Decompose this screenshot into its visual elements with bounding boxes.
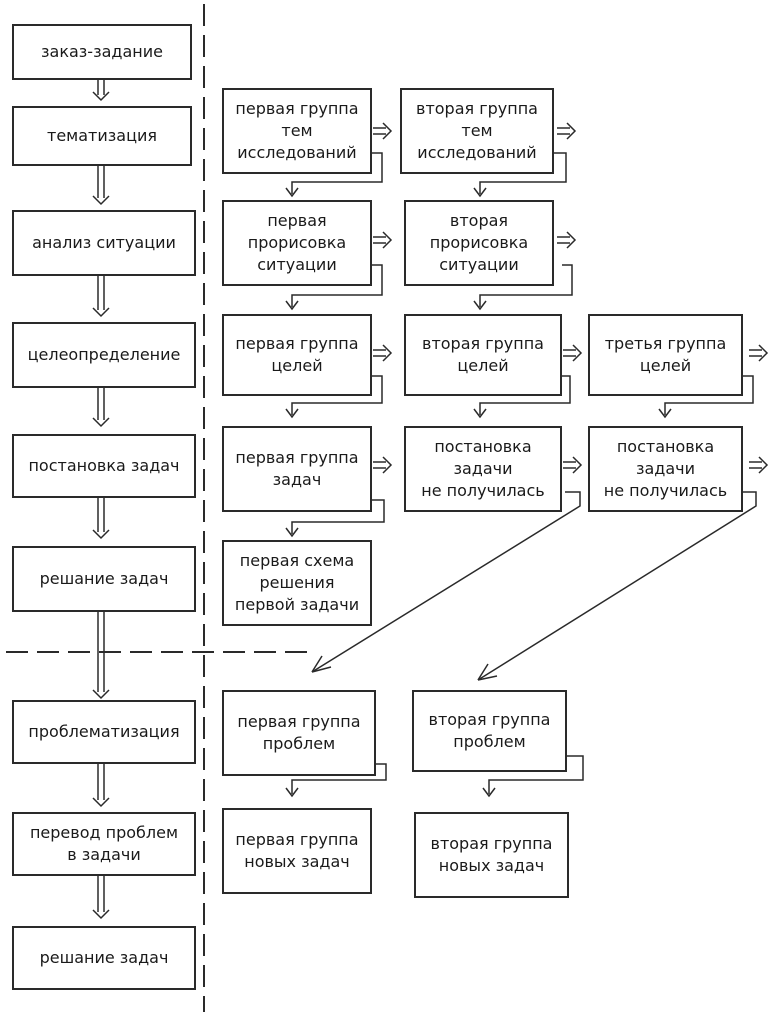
bracket-prob-1 <box>285 763 387 798</box>
bracket-themes-1 <box>285 152 383 198</box>
bracket-themes-2 <box>473 152 567 198</box>
bracket-sit-2 <box>473 264 573 311</box>
new-tasks-group-2: вторая группа новых задач <box>414 812 569 898</box>
stage-arrow-5 <box>92 498 110 540</box>
diagonal-arrow-1 <box>311 491 581 673</box>
situation-2: вторая прорисовка ситуации <box>404 200 554 286</box>
stage-translate: перевод проблем в задачи <box>12 812 196 876</box>
right-arrow-goals-2 <box>563 344 583 362</box>
right-arrow-tasks-1 <box>373 456 393 474</box>
stage-arrow-8 <box>92 876 110 920</box>
stage-themes: тематизация <box>12 106 192 166</box>
tasks-not-set-1: постановка задачи не получилась <box>404 426 562 512</box>
stage-solve-2: решание задач <box>12 926 196 990</box>
stage-arrow-7 <box>92 764 110 808</box>
right-arrow-goals-1 <box>373 344 393 362</box>
stage-problems: проблематизация <box>12 700 196 764</box>
right-arrow-themes-1 <box>373 122 393 140</box>
stage-arrow-2 <box>92 166 110 206</box>
stage-goals: целеопределение <box>12 322 196 388</box>
stage-analysis: анализ ситуации <box>12 210 196 276</box>
stage-tasks: постановка задач <box>12 434 196 498</box>
right-arrow-goals-3 <box>749 344 769 362</box>
diagonal-arrow-2 <box>477 491 757 681</box>
solution-scheme-1: первая схема решения первой задачи <box>222 540 372 626</box>
themes-group-1: первая группа тем исследований <box>222 88 372 174</box>
right-arrow-themes-2 <box>557 122 577 140</box>
tasks-not-set-2: постановка задачи не получилась <box>588 426 743 512</box>
stage-solve-1: решание задач <box>12 546 196 612</box>
stage-arrow-4 <box>92 388 110 428</box>
right-arrow-tasks-3 <box>749 456 769 474</box>
goals-group-2: вторая группа целей <box>404 314 562 396</box>
bracket-prob-2 <box>482 755 584 798</box>
themes-group-2: вторая группа тем исследований <box>400 88 554 174</box>
right-arrow-tasks-2 <box>563 456 583 474</box>
right-arrow-sit-2 <box>557 231 577 249</box>
tasks-group-1: первая группа задач <box>222 426 372 512</box>
goals-group-1: первая группа целей <box>222 314 372 396</box>
bracket-goals-3 <box>658 375 754 419</box>
stage-arrow-6 <box>92 612 110 700</box>
right-arrow-sit-1 <box>373 231 393 249</box>
bracket-sit-1 <box>285 264 383 311</box>
bracket-tasks-1 <box>285 499 385 538</box>
stage-order: заказ-задание <box>12 24 192 80</box>
goals-group-3: третья группа целей <box>588 314 743 396</box>
stage-arrow-3 <box>92 276 110 318</box>
bracket-goals-2 <box>473 375 571 419</box>
new-tasks-group-1: первая группа новых задач <box>222 808 372 894</box>
stage-arrow-1 <box>92 80 110 102</box>
problems-group-1: первая группа проблем <box>222 690 376 776</box>
situation-1: первая прорисовка ситуации <box>222 200 372 286</box>
bracket-goals-1 <box>285 375 383 419</box>
problems-group-2: вторая группа проблем <box>412 690 567 772</box>
